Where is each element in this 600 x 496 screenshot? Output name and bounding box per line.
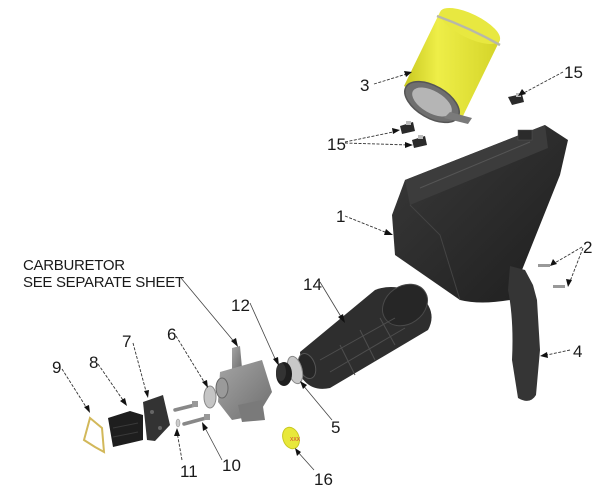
airbox-part: [392, 125, 568, 303]
reed-valve-part: [108, 411, 143, 447]
callout-14: 14: [303, 275, 322, 294]
callout-7: 7: [122, 332, 131, 351]
callout-2: 2: [583, 238, 592, 257]
callout-12: 12: [231, 296, 250, 315]
callout-10: 10: [222, 456, 241, 475]
air-filter-part: [404, 7, 501, 124]
svg-text:XXX: XXX: [290, 437, 301, 443]
clip-part-left-1: [400, 121, 415, 134]
clip-part-left-2: [412, 135, 427, 148]
callout-15-left: 15: [327, 135, 346, 154]
callout-4: 4: [573, 342, 582, 361]
carburetor-part: [215, 346, 272, 422]
washer-part: [175, 418, 181, 428]
yellow-band-part: XXX: [282, 426, 301, 450]
clip-part-upper-right: [508, 93, 524, 105]
carburetor-note-line1: CARBURETOR: [23, 257, 125, 274]
spacer-part: [203, 385, 217, 409]
side-cover-part: [508, 266, 540, 401]
callout-1: 1: [336, 207, 345, 226]
callout-9: 9: [52, 358, 61, 377]
callout-11: 11: [180, 462, 198, 481]
gasket-part: [82, 416, 106, 454]
intake-boot-part: [297, 283, 432, 389]
carburetor-note-line2: SEE SEPARATE SHEET: [23, 274, 184, 291]
callout-8: 8: [89, 353, 98, 372]
bolt-part: [173, 401, 210, 426]
reed-block-part: [143, 395, 170, 441]
rubber-coupler-part: [276, 362, 292, 386]
callout-16: 16: [314, 470, 333, 489]
screw-part: [538, 264, 565, 288]
callout-3: 3: [360, 76, 369, 95]
callout-15-upper: 15: [564, 63, 583, 82]
callout-6: 6: [167, 325, 176, 344]
callout-5: 5: [331, 418, 340, 437]
leader-lines: [61, 71, 584, 471]
